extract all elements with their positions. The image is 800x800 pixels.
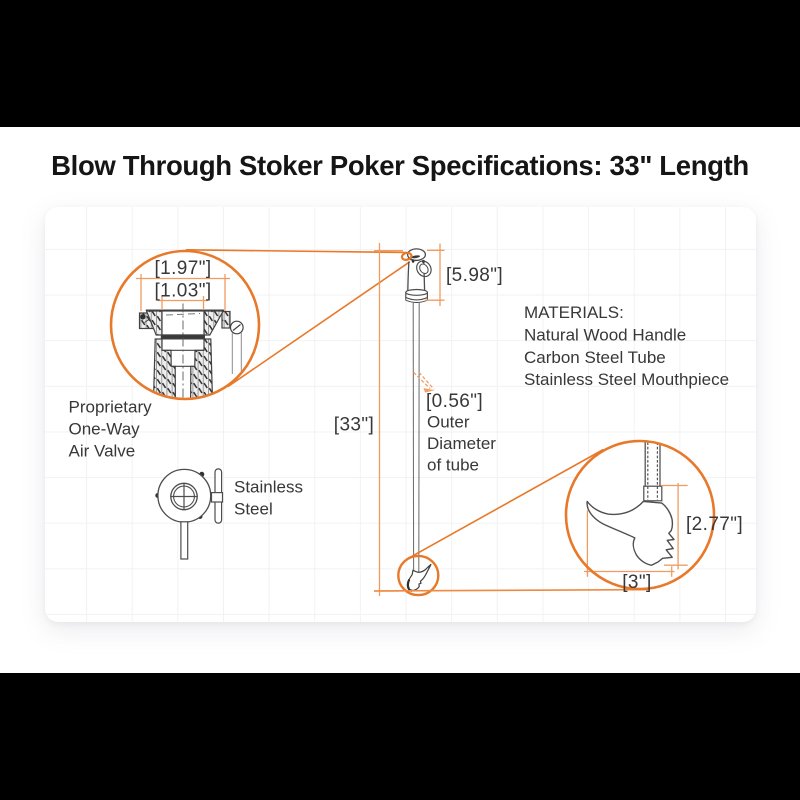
svg-text:[3"]: [3"]	[622, 572, 651, 593]
svg-text:Outer: Outer	[427, 413, 470, 432]
svg-text:[1.97"]: [1.97"]	[154, 258, 211, 279]
svg-text:[5.98"]: [5.98"]	[446, 265, 503, 286]
svg-text:Stainless: Stainless	[234, 478, 303, 497]
svg-text:Diameter: Diameter	[427, 434, 496, 453]
svg-text:Natural Wood Handle: Natural Wood Handle	[524, 326, 686, 345]
svg-text:Air Valve: Air Valve	[69, 442, 136, 461]
svg-text:MATERIALS:: MATERIALS:	[524, 303, 624, 322]
svg-text:[33"]: [33"]	[334, 415, 374, 436]
svg-text:One-Way: One-Way	[69, 420, 141, 439]
svg-text:Stainless Steel Mouthpiece: Stainless Steel Mouthpiece	[524, 370, 729, 389]
svg-text:Steel: Steel	[234, 500, 273, 519]
svg-text:Carbon Steel Tube: Carbon Steel Tube	[524, 348, 666, 367]
svg-text:of tube: of tube	[427, 456, 479, 475]
svg-text:Proprietary: Proprietary	[69, 398, 153, 417]
svg-text:[1.03"]: [1.03"]	[154, 281, 211, 302]
svg-text:[2.77"]: [2.77"]	[686, 514, 743, 535]
svg-text:[0.56"]: [0.56"]	[426, 391, 483, 412]
